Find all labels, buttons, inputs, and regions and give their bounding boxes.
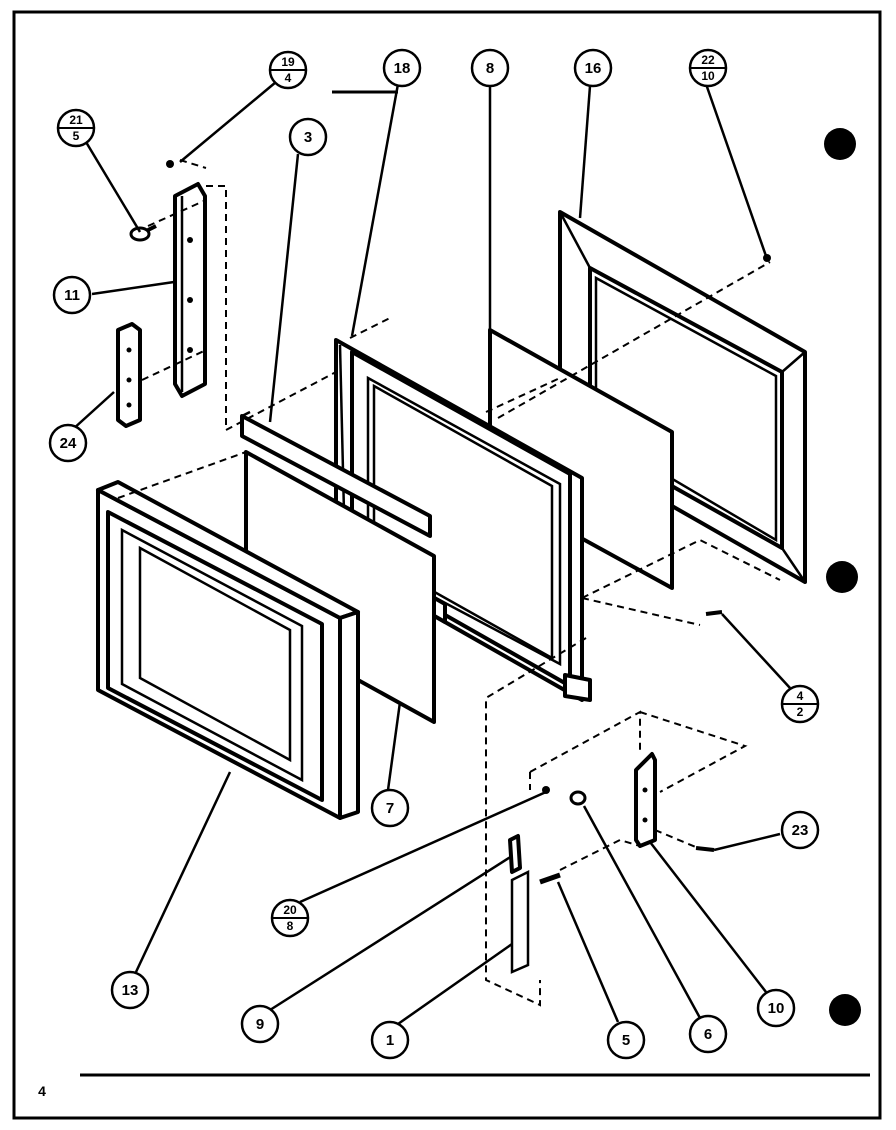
callout-1: 1 [370,1020,410,1060]
callout-3: 3 [288,117,328,157]
callout-19-4-top: 19 [281,55,295,69]
callout-6-label: 6 [704,1026,712,1043]
page-number: 4 [38,1083,46,1099]
assembly-lines [117,90,781,1007]
callout-23-label: 23 [792,822,809,839]
screw-19-4 [166,160,174,168]
latch-assembly [508,752,657,974]
callout-22-10-bottom: 10 [701,69,715,83]
callout-19-4-bottom: 4 [285,71,292,85]
binder-hole-bottom [829,994,861,1026]
callout-5-label: 5 [622,1032,630,1049]
part-21-screw [129,224,157,242]
callout-10-label: 10 [768,1000,785,1017]
callout-21-5: 21 5 [56,108,96,148]
callout-7: 7 [370,788,410,828]
callout-13: 13 [110,970,150,1010]
part-18-door-frame [334,338,592,702]
callout-24: 24 [48,423,88,463]
callout-8: 8 [470,48,510,88]
binder-hole-top [824,128,856,160]
callout-6: 6 [688,1014,728,1054]
callout-22-10-top: 22 [701,53,715,67]
callout-11: 11 [52,275,92,315]
screw-4-2 [705,610,723,616]
callout-24-label: 24 [60,435,77,452]
page-border [12,10,882,1120]
callout-9-label: 9 [256,1016,264,1033]
callout-13-label: 13 [122,982,139,999]
screw-23 [695,846,715,852]
callout-8-label: 8 [486,60,494,77]
callout-21-5-bottom: 5 [73,129,80,143]
callout-20-8: 20 8 [270,898,310,938]
callout-11-label: 11 [64,287,80,304]
callout-16: 16 [573,48,613,88]
callout-16-label: 16 [585,60,602,77]
callout-21-5-top: 21 [69,113,83,127]
callout-5: 5 [606,1020,646,1060]
callout-22-10: 22 10 [688,48,728,88]
callout-1-label: 1 [386,1032,394,1049]
callout-23: 23 [780,810,820,850]
callout-20-8-top: 20 [283,903,297,917]
part-13-front-door [96,480,360,820]
callout-18-label: 18 [394,60,411,77]
binder-hole-middle [826,561,858,593]
part-11-hinge-bracket [173,182,207,398]
part-24-small-bracket [116,322,142,428]
callout-4-2-bottom: 2 [797,705,804,719]
callout-4-2: 4 2 [780,684,820,724]
callout-20-8-bottom: 8 [287,919,294,933]
callout-19-4: 19 4 [268,50,308,90]
callout-9: 9 [240,1004,280,1044]
callout-18: 18 [382,48,422,88]
callout-10: 10 [756,988,796,1028]
callout-4-2-top: 4 [797,689,804,703]
leader-lines [71,81,791,1026]
callout-7-label: 7 [386,800,394,817]
callout-3-label: 3 [304,129,312,146]
